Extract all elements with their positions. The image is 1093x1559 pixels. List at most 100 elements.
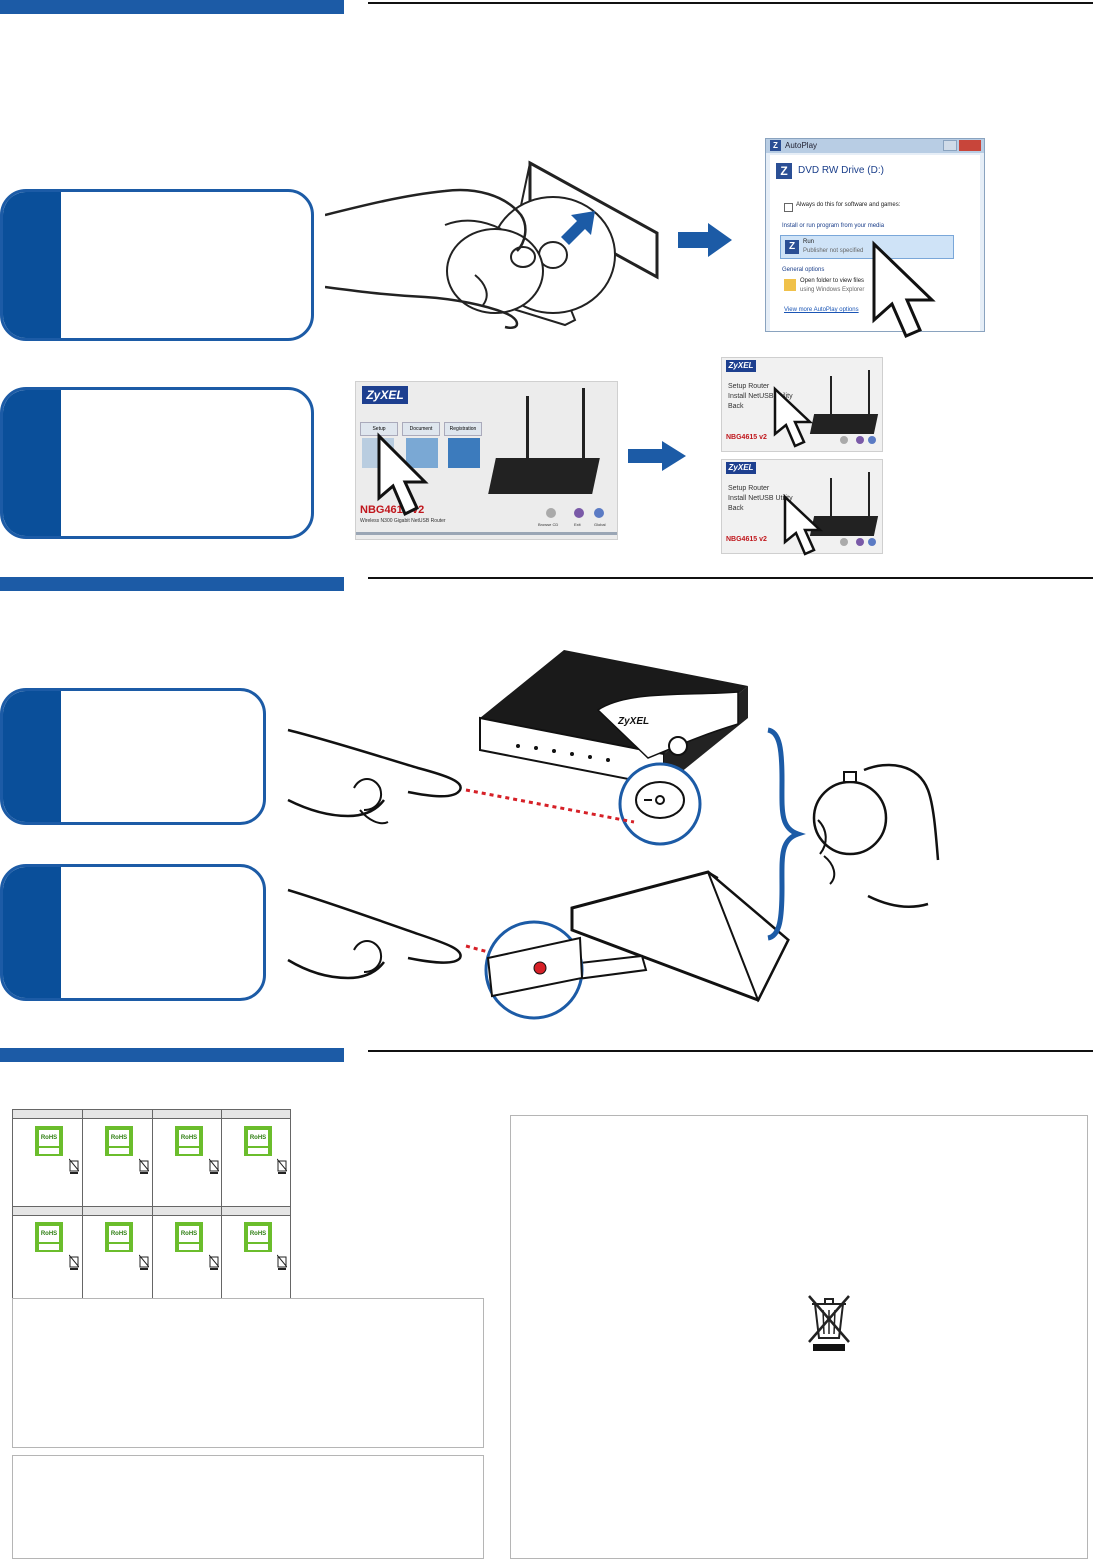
rohs-logo: RoHS [105,1222,133,1252]
step-tab [3,192,61,338]
step-tab [3,390,61,536]
close-button[interactable] [959,140,981,151]
run-program-option[interactable]: Z Run Publisher not specified [780,235,954,259]
weee-bin-icon [69,1158,79,1174]
menu-item-install-netusb[interactable]: Install NetUSB Utility [728,393,793,400]
drive-title: DVD RW Drive (D:) [798,165,884,176]
step-box-insert-cd [0,189,314,341]
wps-illustration: ZyXEL [287,650,940,1020]
router-antenna [830,376,832,416]
zyxel-logo: ZyXEL [726,360,756,372]
weee-bin-icon [277,1254,287,1270]
folder-icon [784,279,796,291]
document-icon[interactable] [406,438,438,468]
weee-bin-icon [209,1254,219,1270]
grid-header-row [13,1206,290,1216]
always-do-checkbox[interactable] [784,203,793,212]
run-program-subtitle: Publisher not specified [803,248,864,254]
exit-button[interactable] [574,508,584,518]
router-antenna [830,478,832,518]
mouse-pointer-icon [377,432,429,517]
exit-button[interactable] [856,538,864,546]
compliance-note-box-2 [12,1455,484,1559]
router-antenna [868,472,870,518]
section-2-rule [368,577,1093,579]
model-name: NBG4615 v2 [726,434,767,441]
weee-bin-icon [209,1158,219,1174]
browse-cd-button[interactable] [840,538,848,546]
model-name: NBG4615 v2 [726,536,767,543]
general-options-heading: General options [782,267,825,273]
autoplay-window-title: AutoPlay [785,141,818,150]
minimize-button[interactable] [943,140,957,151]
router-antenna [526,396,529,462]
rohs-logo: RoHS [105,1126,133,1156]
mouse-pointer-icon [872,240,936,338]
grid-divider [152,1110,153,1309]
section-2-header-bar [0,577,344,591]
arrow-right-icon [678,223,732,257]
menu-item-setup-router[interactable]: Setup Router [728,485,770,492]
insert-cd-illustration [325,160,659,330]
rohs-logo: RoHS [175,1126,203,1156]
zyxel-app-icon: Z [770,140,781,151]
tab-registration[interactable]: Registration [444,422,482,436]
more-autoplay-options-link[interactable]: View more AutoPlay options [784,307,859,313]
compliance-note-box-1 [12,1298,484,1448]
browse-cd-button[interactable] [546,508,556,518]
rohs-logo: RoHS [175,1222,203,1252]
rohs-logo: RoHS [35,1222,63,1252]
install-section-heading: Install or run program from your media [782,223,885,229]
zyxel-logo: ZyXEL [726,462,756,474]
always-do-label: Always do this for software and games: [796,202,901,208]
exit-button[interactable] [856,436,864,444]
router-antenna [868,370,870,416]
autoplay-titlebar: Z AutoPlay [766,139,984,153]
grid-header-row [13,1110,290,1119]
weee-bin-icon [277,1158,287,1174]
open-folder-subtitle: using Windows Explorer [800,287,865,293]
router-antenna [582,388,585,464]
tab-document[interactable]: Document [402,422,440,436]
global-button[interactable] [868,538,876,546]
menu-item-back[interactable]: Back [728,505,744,512]
zyxel-drive-icon: Z [776,163,792,179]
weee-notice-box [510,1115,1088,1559]
rohs-logo: RoHS [35,1126,63,1156]
step-box-press-router-wps [0,688,266,825]
router-brand-logo: ZyXEL [617,716,649,727]
global-button[interactable] [594,508,604,518]
model-description: Wireless N300 Gigabit NetUSB Router [360,518,446,524]
registration-icon[interactable] [448,438,480,468]
menu-item-install-netusb[interactable]: Install NetUSB Utility [728,495,793,502]
rohs-label-grid: RoHS RoHS RoHS RoHS RoHS RoHS RoHS RoHS [12,1109,291,1310]
router-image [809,414,879,434]
open-folder-title[interactable]: Open folder to view files [800,278,865,284]
mouse-pointer-icon [773,386,814,448]
run-program-icon: Z [785,240,799,254]
weee-crossed-bin-icon [808,1295,850,1351]
browse-cd-button[interactable] [840,436,848,444]
section-1-rule [368,2,1093,4]
global-button[interactable] [868,436,876,444]
weee-bin-icon [139,1158,149,1174]
step-tab [3,691,61,822]
step-tab [3,867,61,998]
grid-divider [82,1110,83,1309]
installer-bottom-bar [356,532,617,535]
menu-item-back[interactable]: Back [728,403,744,410]
rohs-logo: RoHS [244,1126,272,1156]
section-3-header-bar [0,1048,344,1062]
run-program-title: Run [803,239,815,245]
arrow-right-icon [628,441,686,471]
step-box-run-setup [0,387,314,539]
global-label: Global [594,522,606,527]
weee-bin-icon [139,1254,149,1270]
menu-item-setup-router[interactable]: Setup Router [728,383,770,390]
weee-bin-icon [69,1254,79,1270]
exit-label: Exit [574,522,581,527]
mouse-pointer-icon [783,494,824,556]
section-1-header-bar [0,0,344,14]
zyxel-logo: ZyXEL [362,386,408,404]
browse-cd-label: Browse CD [538,522,559,527]
